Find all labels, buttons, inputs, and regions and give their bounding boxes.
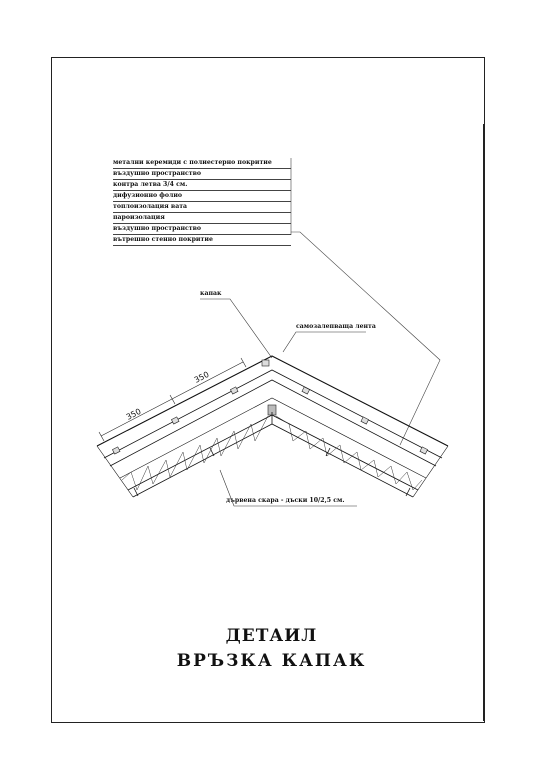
layer-label-counter-batten: контра летва 3/4 см. xyxy=(113,180,291,191)
tile-battens xyxy=(112,359,428,455)
insulation-right xyxy=(275,415,423,491)
dimension-label-2: 350 xyxy=(193,370,211,385)
rafters xyxy=(133,412,411,497)
layer-label-vapor-barrier: пароизолация xyxy=(113,213,291,224)
layer-label-insulation: топлоизолация вата xyxy=(113,202,291,213)
callout-tape: самозалепваща лента xyxy=(296,323,376,330)
drawing-title-line-1: ДЕТАИЛ xyxy=(225,626,318,646)
dimension-label-1: 350 xyxy=(125,407,143,422)
drawing-frame xyxy=(51,57,485,723)
callout-cap: капак xyxy=(200,290,222,297)
drawing-title-line-2: ВРЪЗКА КАПАК xyxy=(176,651,367,671)
drawing-frame-right-edge xyxy=(483,124,484,721)
callout-leaders xyxy=(200,298,366,507)
layer-label-air-gap-1: въздушно пространство xyxy=(113,169,291,180)
insulation-left xyxy=(121,415,269,491)
callout-boarding: дървена скара - дъски 10/2,5 см. xyxy=(226,497,345,504)
layer-label-air-gap-2: въздушно пространство xyxy=(113,224,291,235)
roof-section xyxy=(96,355,449,498)
layer-label-diffusion-foil: дифузионно фолио xyxy=(113,191,291,202)
layer-label-inner-wall: вътрешно стенно покритие xyxy=(113,235,291,246)
legend-leader xyxy=(290,158,441,446)
layer-label-roof-tiles: метални керемиди с полиестерно покритие xyxy=(113,158,291,169)
dimension-lines xyxy=(98,357,247,442)
